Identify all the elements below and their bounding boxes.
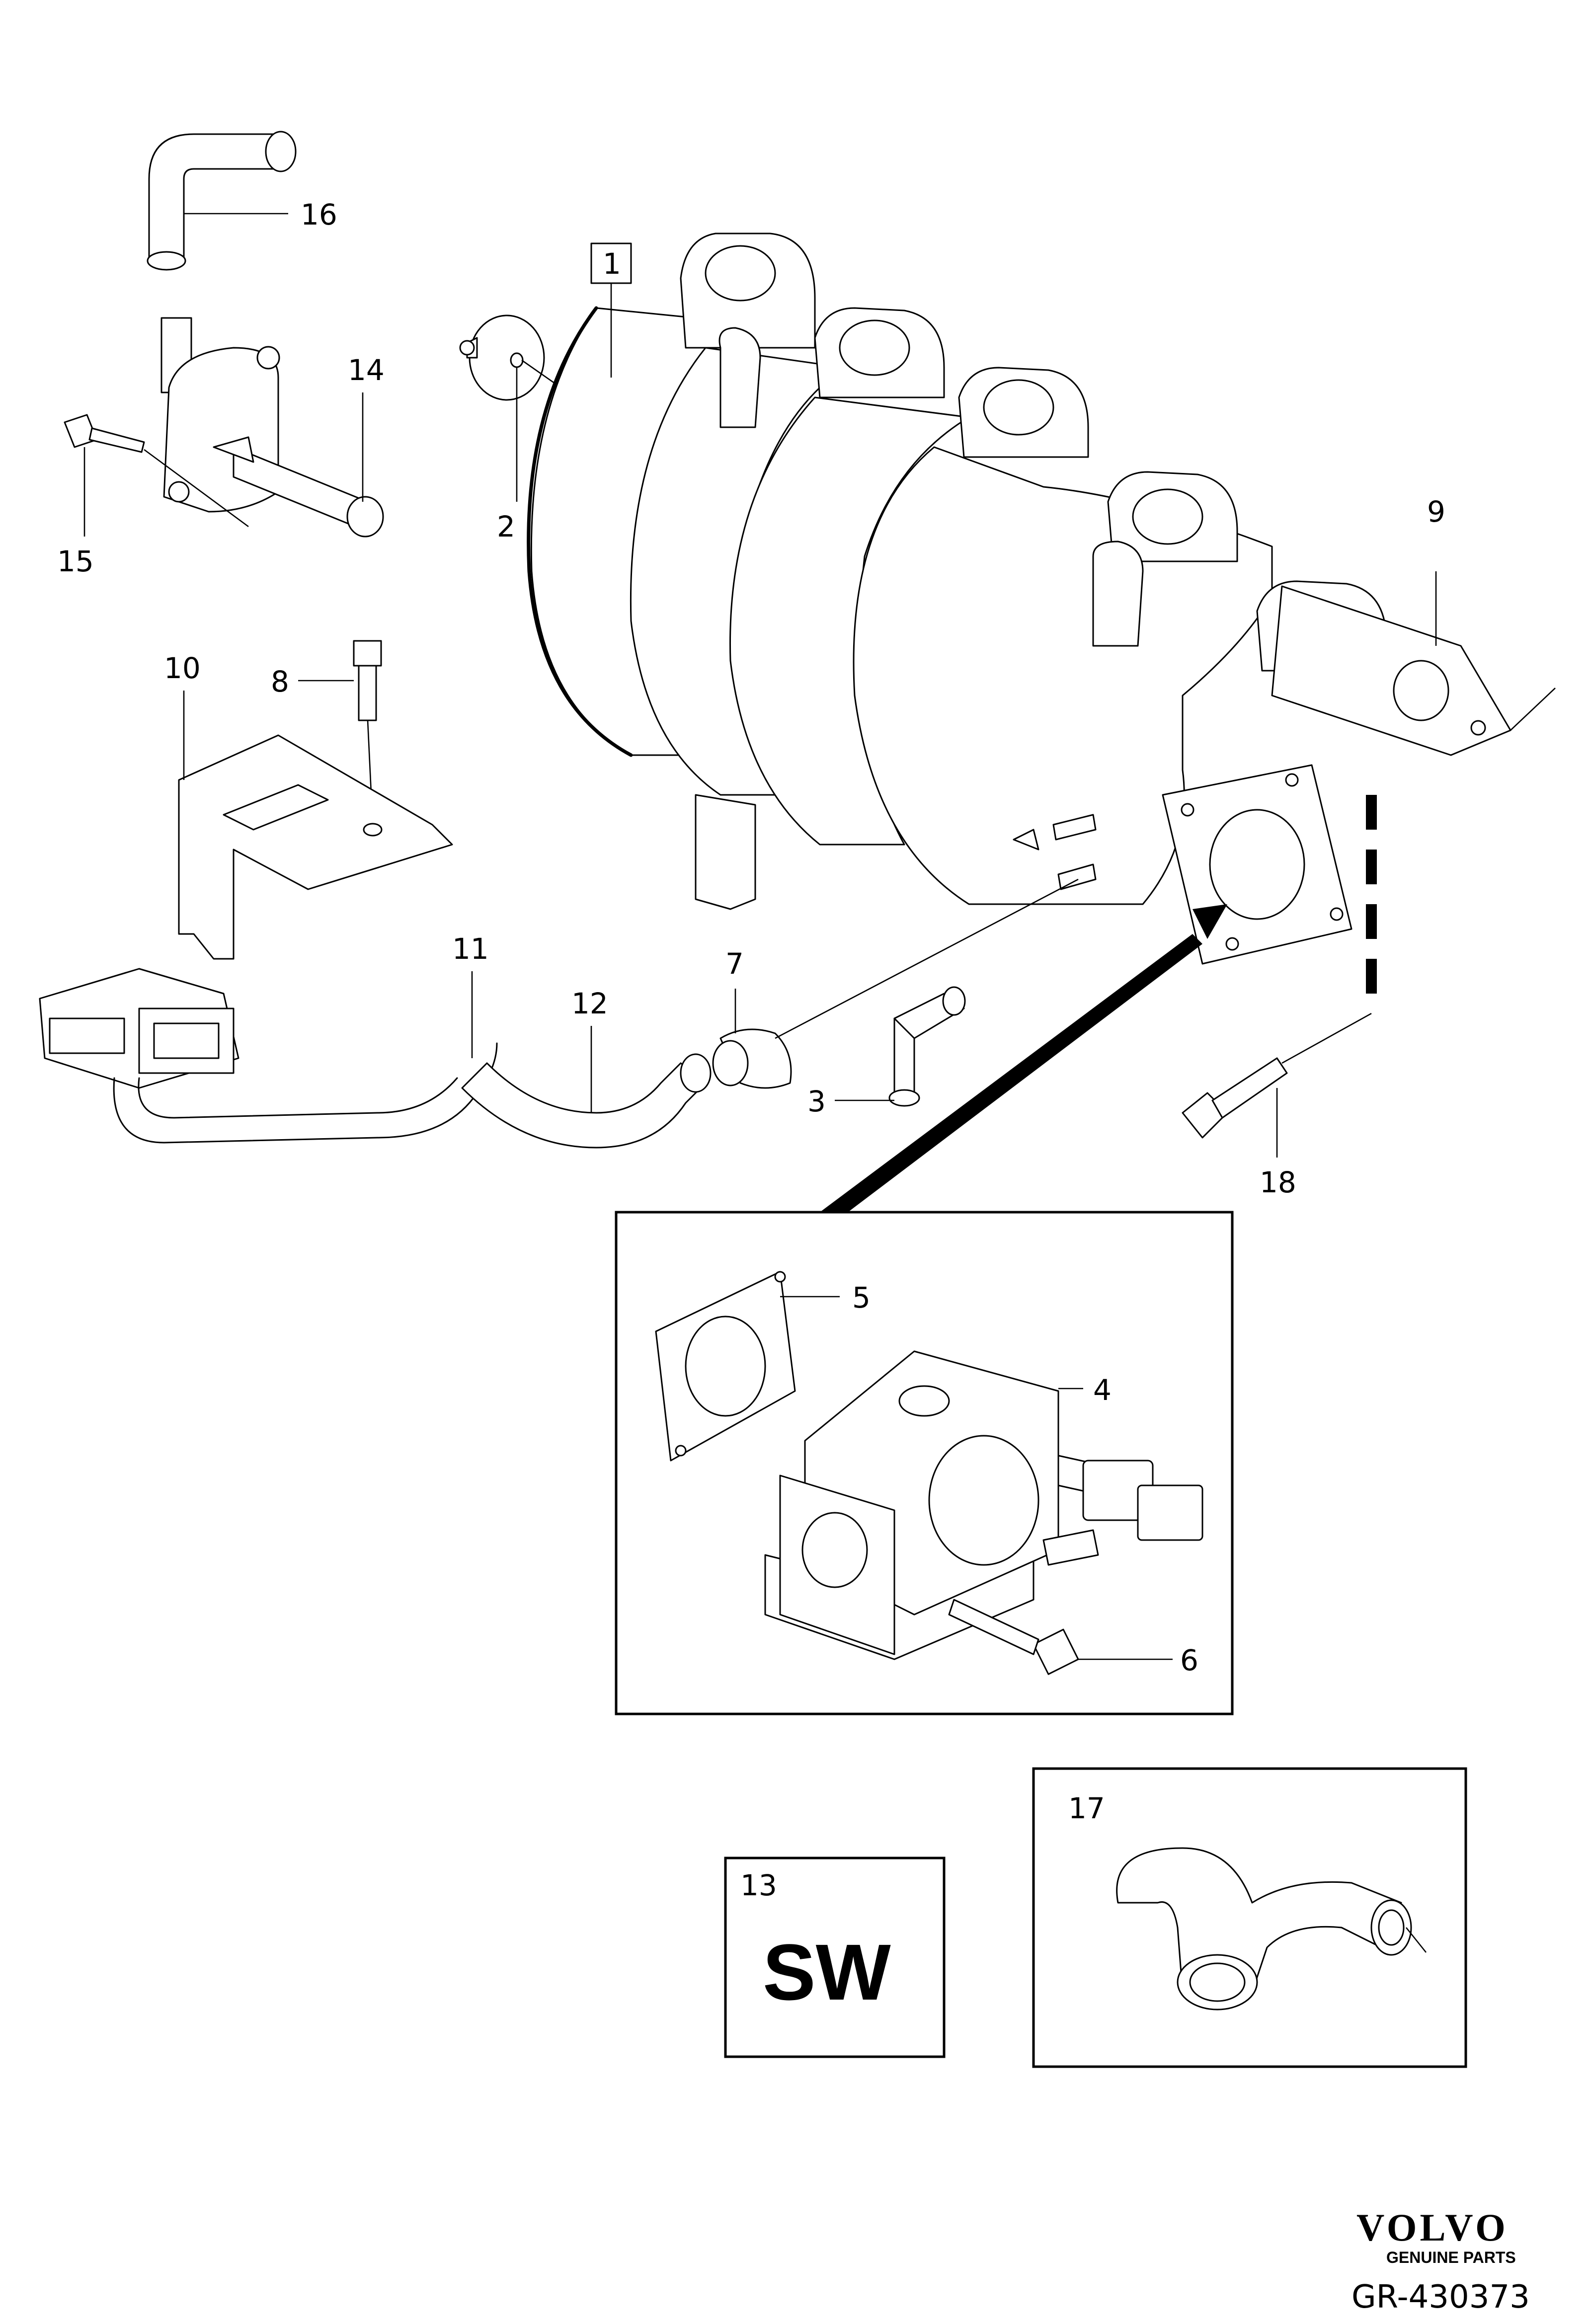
sw-label: SW bbox=[763, 1928, 891, 2016]
brand-tagline: GENUINE PARTS bbox=[1386, 2248, 1516, 2266]
callout-9: 9 bbox=[1427, 495, 1445, 529]
callout-14: 14 bbox=[348, 353, 385, 387]
valve-14-drawing bbox=[160, 317, 384, 538]
callout-7: 7 bbox=[725, 947, 744, 981]
callout-17: 17 bbox=[1068, 1791, 1105, 1825]
throttle-body-4-drawing bbox=[764, 1350, 1203, 1660]
connector-drawing bbox=[39, 968, 239, 1089]
hose-11-12-drawing bbox=[113, 1042, 712, 1149]
bracket-10-drawing bbox=[178, 734, 453, 960]
callout-1: 1 bbox=[603, 247, 621, 281]
callout-6: 6 bbox=[1180, 1643, 1198, 1677]
callout-10: 10 bbox=[164, 651, 201, 685]
callout-15: 15 bbox=[57, 544, 94, 578]
leader-18-dashed bbox=[1281, 1012, 1372, 1064]
gasket-5-drawing bbox=[655, 1271, 796, 1462]
reference-code: GR-430373 bbox=[1352, 2279, 1530, 2316]
callout-4: 4 bbox=[1093, 1373, 1112, 1407]
callout-3: 3 bbox=[807, 1085, 826, 1118]
nipple-3-drawing bbox=[888, 986, 966, 1107]
leader-15b bbox=[144, 449, 249, 528]
hose-16-drawing bbox=[147, 131, 297, 271]
callout-5: 5 bbox=[852, 1281, 871, 1315]
callout-11: 11 bbox=[452, 932, 489, 966]
plug-2-drawing bbox=[459, 314, 545, 401]
detail-arrow-head bbox=[1193, 904, 1227, 939]
bolt-18-drawing bbox=[1182, 1057, 1288, 1139]
callout-16: 16 bbox=[301, 198, 337, 232]
callout-8: 8 bbox=[271, 665, 289, 698]
brand-name: VOLVO bbox=[1356, 2206, 1509, 2249]
callout-2: 2 bbox=[497, 510, 515, 543]
detail-arrow bbox=[820, 934, 1202, 1222]
callout-13: 13 bbox=[740, 1868, 777, 1902]
hose-17-drawing bbox=[1116, 1847, 1427, 2011]
bolt-8-drawing bbox=[353, 640, 382, 721]
intake-manifold-1-drawing bbox=[527, 232, 1387, 965]
callout-12: 12 bbox=[571, 987, 608, 1020]
box-13 bbox=[724, 1857, 946, 2058]
callout-18: 18 bbox=[1260, 1165, 1296, 1199]
clamp-7-drawing bbox=[712, 878, 1079, 1089]
bolt-15-drawing bbox=[64, 414, 145, 453]
gasket-9-drawing bbox=[1271, 585, 1556, 756]
